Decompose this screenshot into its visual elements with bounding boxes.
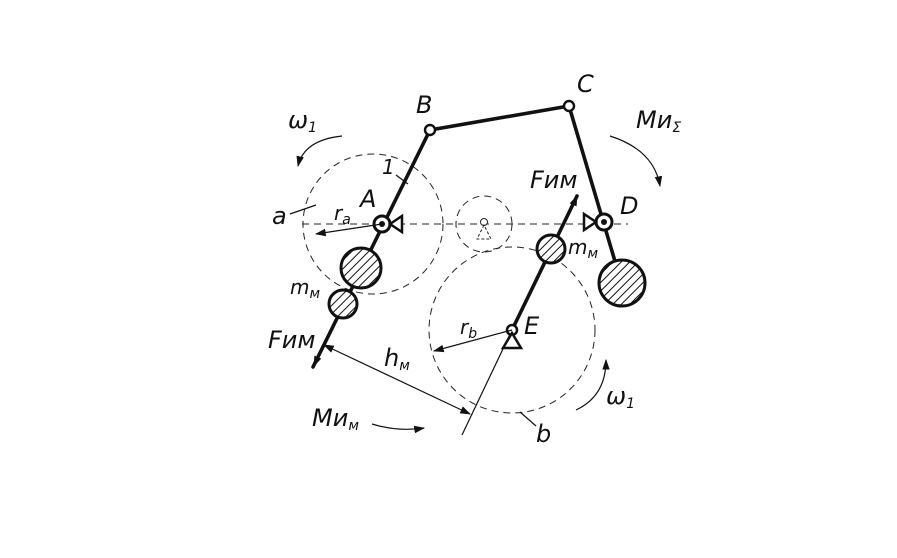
label-m-left: mм <box>290 275 320 302</box>
hm-dimension-line <box>323 344 471 415</box>
mass-large-right <box>597 258 647 308</box>
pivot-E-icon <box>500 323 524 350</box>
label-h-m: hм <box>384 344 410 374</box>
label-F-top: Fим <box>530 166 578 194</box>
joint-B <box>423 123 437 137</box>
mass-small-right <box>535 233 567 265</box>
leader-b <box>519 411 537 427</box>
label-C: C <box>577 70 594 98</box>
label-B: B <box>416 91 432 119</box>
label-a: a <box>272 202 287 230</box>
omega-top-arrow <box>296 135 343 168</box>
link-AB <box>311 128 432 369</box>
omega-bottom-arrow <box>575 358 610 411</box>
pivot-D-icon <box>582 211 614 233</box>
leader-1 <box>395 174 409 185</box>
label-r-a: ra <box>334 201 351 228</box>
label-E: E <box>524 312 540 340</box>
label-r-b: rb <box>460 315 477 342</box>
force-top-arrow <box>569 195 578 213</box>
mass-large-left <box>339 246 383 290</box>
link-BC <box>428 104 571 132</box>
label-1: 1 <box>382 155 395 179</box>
label-M-sigma: MиΣ <box>636 106 681 136</box>
label-b: b <box>536 420 551 448</box>
label-D: D <box>620 192 638 220</box>
force-left-arrow <box>313 351 322 367</box>
M-sigma-arrow <box>609 135 663 188</box>
label-omega-bottom: ω1 <box>606 382 635 412</box>
pitch-circle-b <box>428 246 596 414</box>
label-m-right: mм <box>568 235 598 262</box>
label-M-im: Mим <box>312 404 359 434</box>
center-pivot-icon <box>476 218 492 240</box>
link-CD <box>567 104 624 287</box>
label-F-left: Fим <box>268 326 316 354</box>
leader-a <box>289 204 317 215</box>
M-im-arrow <box>371 423 426 434</box>
label-A: A <box>358 185 376 213</box>
joint-C <box>562 99 576 113</box>
radius-a-arrow <box>314 223 383 237</box>
mass-small-left <box>327 288 359 320</box>
label-omega-top: ω1 <box>288 106 317 136</box>
